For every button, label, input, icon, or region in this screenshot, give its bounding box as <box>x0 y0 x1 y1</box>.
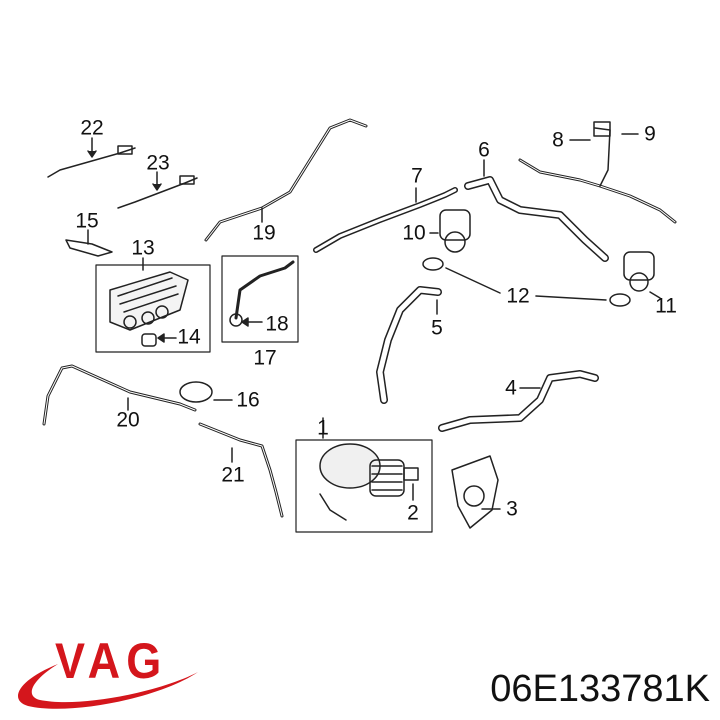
callout-23: 23 <box>146 151 170 175</box>
part-10-valve <box>429 209 471 253</box>
callout-11: 11 <box>655 294 677 318</box>
group-box-17 <box>221 255 299 343</box>
part-1-air-pump <box>319 417 405 521</box>
callout-3: 3 <box>506 497 518 521</box>
callout-17: 17 <box>253 346 277 370</box>
callout-12: 12 <box>506 284 530 308</box>
part-2-connector <box>403 467 419 501</box>
part-3-bracket <box>451 455 501 529</box>
callout-10: 10 <box>402 221 426 245</box>
part-12-gaskets <box>422 257 631 307</box>
part-14-cap <box>141 333 177 347</box>
callout-19: 19 <box>252 221 276 245</box>
callout-9: 9 <box>644 122 656 146</box>
part-20-pipe <box>42 364 197 426</box>
callout-7: 7 <box>411 164 423 188</box>
callout-4: 4 <box>505 376 517 400</box>
callout-6: 6 <box>478 138 490 162</box>
part-6-hose <box>464 159 609 262</box>
callout-13: 13 <box>131 236 155 260</box>
part-4-hose <box>438 370 599 432</box>
part-11-valve <box>623 251 661 299</box>
callout-2: 2 <box>407 501 419 525</box>
callout-1: 1 <box>317 416 329 440</box>
part-23-sensor <box>117 171 198 209</box>
part-8-9-harness <box>518 121 677 224</box>
callout-8: 8 <box>552 128 564 152</box>
part-22-sensor <box>47 137 136 178</box>
callout-5: 5 <box>431 316 443 340</box>
svg-text:VAG: VAG <box>55 634 161 690</box>
group-box-13 <box>95 264 211 353</box>
part-21-pipe <box>198 422 284 518</box>
callout-14: 14 <box>177 325 201 349</box>
callout-21: 21 <box>221 463 245 487</box>
callout-16: 16 <box>236 388 260 412</box>
part-16-cap <box>179 381 233 403</box>
callout-22: 22 <box>80 116 104 140</box>
part-7-pipe <box>313 187 458 253</box>
vag-logo: VAG <box>18 634 198 709</box>
part-13-canister <box>109 257 189 331</box>
callout-18: 18 <box>265 312 289 336</box>
callout-20: 20 <box>116 408 140 432</box>
part-15-bracket <box>65 229 113 257</box>
part-19-pipe <box>204 118 368 242</box>
part-number: 06E133781K <box>490 668 710 710</box>
part-5-hose <box>376 286 442 404</box>
part-18-hose <box>229 260 295 327</box>
group-box-1 <box>295 439 433 533</box>
callout-15: 15 <box>75 209 99 233</box>
